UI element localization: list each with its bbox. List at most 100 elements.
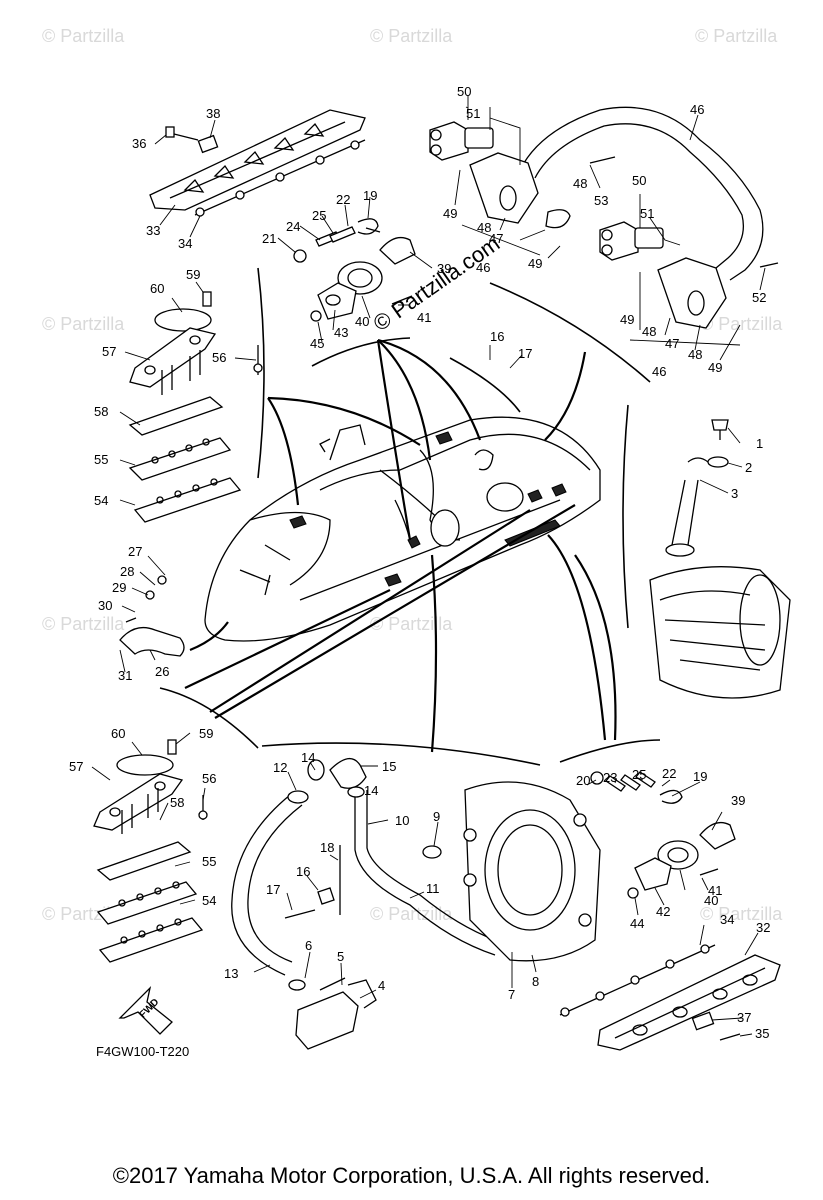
- callout-6: 6: [305, 938, 312, 953]
- hook-assembly-upper-left: [128, 291, 263, 523]
- rail-top-left: [149, 109, 366, 217]
- callout-48: 48: [688, 347, 702, 362]
- leader-lines: [91, 95, 766, 1037]
- callout-9: 9: [433, 809, 440, 824]
- callout-37: 37: [737, 1010, 751, 1025]
- callout-55: 55: [94, 452, 108, 467]
- bracket-assembly-top: [293, 218, 416, 322]
- callout-39: 39: [731, 793, 745, 808]
- callout-27: 27: [128, 544, 142, 559]
- callout-56: 56: [202, 771, 216, 786]
- callout-1: 1: [756, 436, 763, 451]
- callout-12: 12: [273, 760, 287, 775]
- callout-48: 48: [477, 220, 491, 235]
- watermark: © Partzilla: [42, 314, 125, 334]
- callout-20: 20: [576, 773, 590, 788]
- watermark: © Partzilla: [42, 26, 125, 46]
- callout-39: 39: [437, 261, 451, 276]
- callout-32: 32: [756, 920, 770, 935]
- clamp-assembly: [119, 575, 185, 657]
- callout-36: 36: [132, 136, 146, 151]
- hoses-lower: [231, 758, 537, 1050]
- callout-42: 42: [656, 904, 670, 919]
- callout-49: 49: [528, 256, 542, 271]
- callout-49: 49: [443, 206, 457, 221]
- copyright-notice: ©2017 Yamaha Motor Corporation, U.S.A. A…: [112, 1163, 711, 1188]
- callout-49: 49: [620, 312, 634, 327]
- watermark: © Partzilla: [370, 904, 453, 924]
- callout-33: 33: [146, 223, 160, 238]
- callout-11: 11: [426, 881, 440, 896]
- callout-59: 59: [199, 726, 213, 741]
- callout-14: 14: [364, 783, 378, 798]
- callout-54: 54: [202, 893, 216, 908]
- callout-46: 46: [690, 102, 704, 117]
- callout-44: 44: [630, 916, 644, 931]
- callout-2: 2: [745, 460, 752, 475]
- callout-5: 5: [337, 949, 344, 964]
- pointer-arrows: [184, 338, 617, 753]
- callout-49: 49: [708, 360, 722, 375]
- callout-8: 8: [532, 974, 539, 989]
- callout-35: 35: [755, 1026, 769, 1041]
- callout-56: 56: [212, 350, 226, 365]
- callout-10: 10: [395, 813, 409, 828]
- callout-4: 4: [378, 978, 385, 993]
- callout-40: 40: [355, 314, 369, 329]
- callout-50: 50: [457, 84, 471, 99]
- callout-31: 31: [118, 668, 132, 683]
- jet-pump-housing: [463, 781, 601, 962]
- callout-34: 34: [178, 236, 192, 251]
- callout-16: 16: [296, 864, 310, 879]
- callout-numbers: 1 2 3 4 5 6 7 8 9 10 11 12 13 14 14 15 1…: [69, 84, 770, 1041]
- callout-47: 47: [665, 336, 679, 351]
- callout-22: 22: [662, 766, 676, 781]
- callout-50: 50: [632, 173, 646, 188]
- jet-nozzle-upper-right: [649, 419, 791, 699]
- callout-58: 58: [170, 795, 184, 810]
- callout-7: 7: [508, 987, 515, 1002]
- callout-34: 34: [720, 912, 734, 927]
- rail-lower-right: [559, 944, 781, 1051]
- callout-15: 15: [382, 759, 396, 774]
- callout-24: 24: [286, 219, 300, 234]
- callout-55: 55: [202, 854, 216, 869]
- callout-45: 45: [310, 336, 324, 351]
- callout-41: 41: [417, 310, 431, 325]
- callout-18: 18: [320, 840, 334, 855]
- callout-13: 13: [224, 966, 238, 981]
- watermark: © Partzilla: [700, 904, 783, 924]
- callout-47: 47: [489, 231, 503, 246]
- section-brackets: [159, 267, 661, 766]
- callout-14: 14: [301, 750, 315, 765]
- handle-bar: [429, 106, 779, 329]
- watermark: © Partzilla: [42, 614, 125, 634]
- fwd-arrow: FWD: [118, 985, 173, 1035]
- callout-60: 60: [111, 726, 125, 741]
- callout-51: 51: [466, 106, 480, 121]
- hook-assembly-lower-left: [93, 739, 208, 963]
- callout-17: 17: [518, 346, 532, 361]
- callout-28: 28: [120, 564, 134, 579]
- callout-26: 26: [155, 664, 169, 679]
- callout-57: 57: [69, 759, 83, 774]
- callout-17: 17: [266, 882, 280, 897]
- callout-40: 40: [704, 893, 718, 908]
- callout-58: 58: [94, 404, 108, 419]
- watermark: © Partzilla: [700, 314, 783, 334]
- callout-59: 59: [186, 267, 200, 282]
- callout-57: 57: [102, 344, 116, 359]
- diagram-code: F4GW100-T220: [96, 1044, 190, 1059]
- callout-30: 30: [98, 598, 112, 613]
- callout-23: 23: [603, 770, 617, 785]
- callout-29: 29: [112, 580, 126, 595]
- callout-22: 22: [336, 192, 350, 207]
- callout-46: 46: [476, 260, 490, 275]
- callout-52: 52: [752, 290, 766, 305]
- callout-21: 21: [262, 231, 276, 246]
- callout-41: 41: [708, 883, 722, 898]
- bracket-assembly-lower: [590, 771, 736, 899]
- callout-43: 43: [334, 325, 348, 340]
- callout-19: 19: [693, 769, 707, 784]
